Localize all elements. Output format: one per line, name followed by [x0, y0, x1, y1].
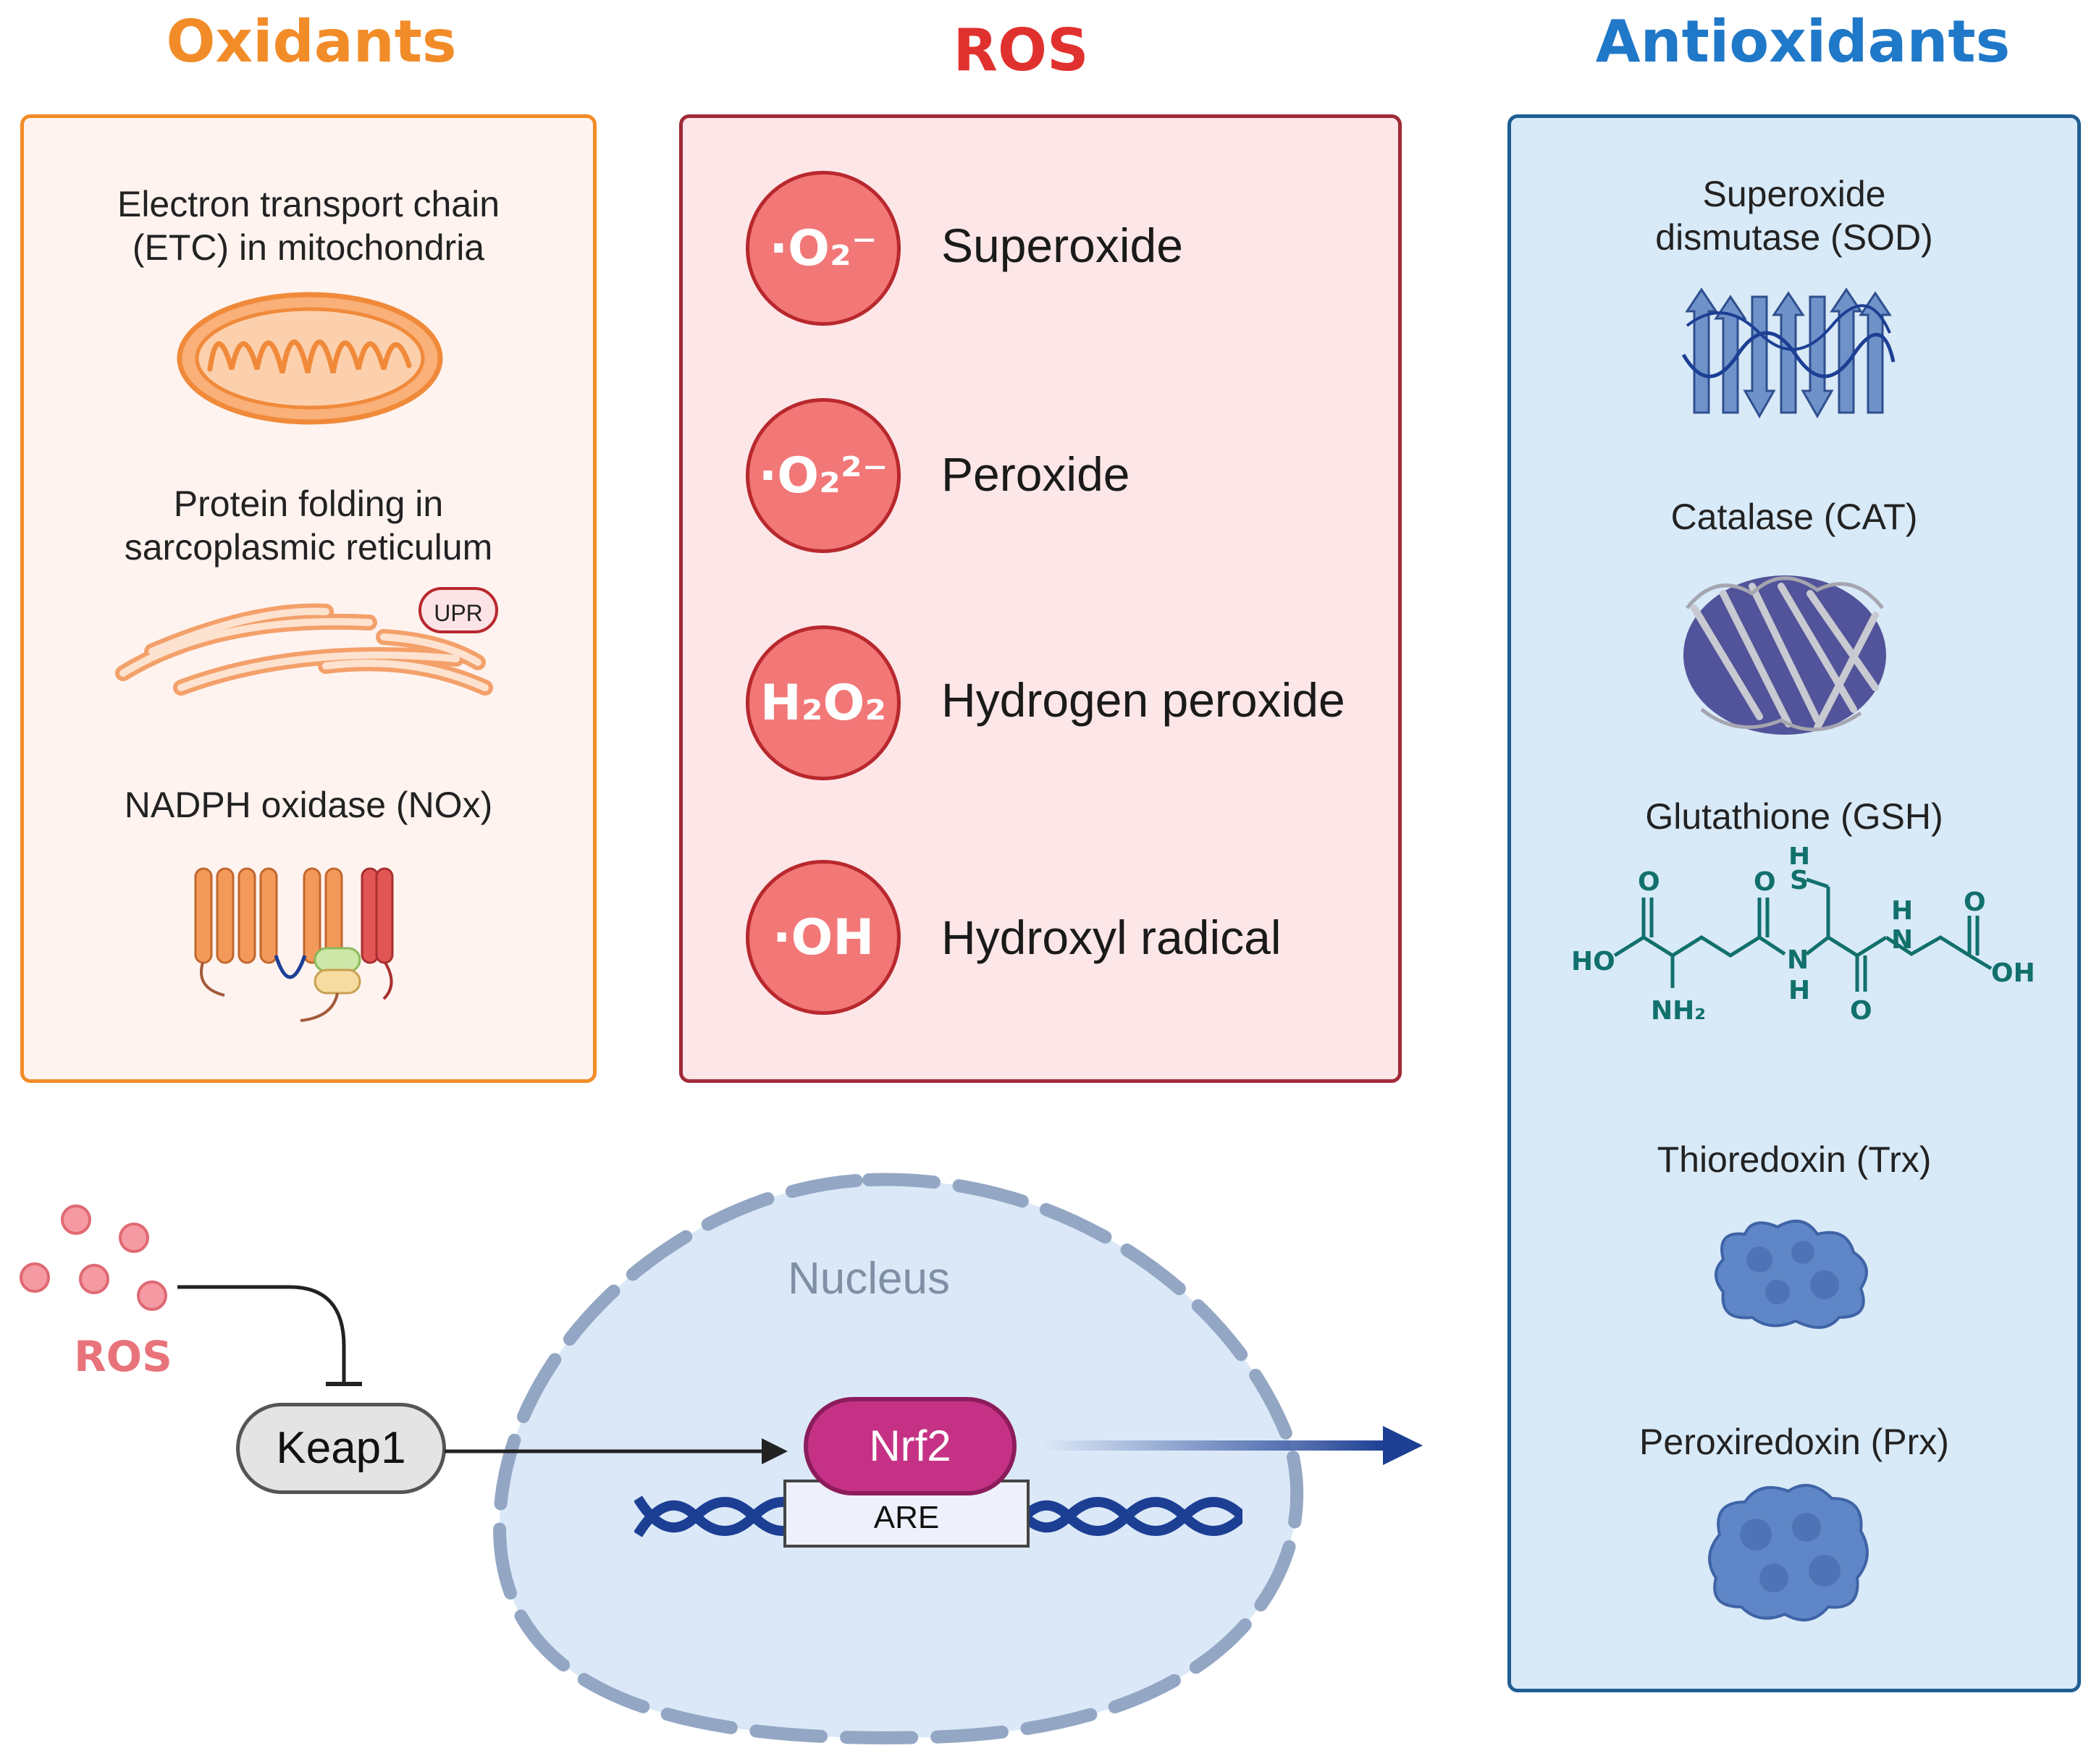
peroxide-symbol: ·O₂²⁻ — [746, 398, 901, 553]
sarcoplasmic-reticulum-icon — [115, 603, 493, 696]
gsh-atom-o3: O — [1850, 996, 1872, 1026]
nadph-oxidase-icon — [194, 867, 394, 1022]
sod-label-line2: dismutase (SOD) — [1655, 217, 1933, 258]
hydroxyl-radical-label: Hydroxyl radical — [941, 911, 1282, 964]
thioredoxin-protein-icon — [1715, 1220, 1868, 1329]
ros-heading: ROS — [953, 17, 1089, 84]
etc-label-line1: Electron transport chain — [117, 184, 500, 224]
hydroxyl-radical-symbol: ·OH — [746, 860, 901, 1015]
protein-folding-label-line1: Protein folding in — [173, 484, 444, 524]
gsh-atom-o4: O — [1964, 887, 1986, 917]
mitochondrion-icon — [177, 292, 443, 425]
superoxide-symbol: ·O₂⁻ — [746, 171, 901, 326]
catalase-protein-icon — [1683, 575, 1886, 735]
nox-label: NADPH oxidase (NOx) — [124, 785, 493, 825]
hydrogen-peroxide-label: Hydrogen peroxide — [941, 673, 1345, 727]
gsh-atom-h-top: H — [1788, 847, 1810, 871]
ros-pathway-label: ROS — [74, 1332, 172, 1381]
etc-label-line2: (ETC) in mitochondria — [132, 227, 485, 268]
peroxide-label: Peroxide — [941, 447, 1130, 501]
keap1-to-nrf2-arrow — [445, 1438, 788, 1464]
gsh-atom-h1: H — [1788, 976, 1810, 1005]
upr-badge: UPR — [418, 587, 498, 633]
antioxidants-heading: Antioxidants — [1595, 8, 2011, 75]
nrf2-to-antioxidants-arrow — [1043, 1426, 1423, 1465]
hydrogen-peroxide-symbol: H₂O₂ — [746, 625, 901, 780]
trx-label: Thioredoxin (Trx) — [1657, 1139, 1932, 1180]
gsh-atom-nh2: NH₂ — [1651, 996, 1706, 1026]
ros-particles — [20, 1204, 167, 1311]
gsh-atom-n1: N — [1787, 945, 1809, 975]
sod-protein-icon — [1681, 287, 1896, 419]
nrf2-node: Nrf2 — [804, 1397, 1017, 1495]
cat-label: Catalase (CAT) — [1670, 497, 1918, 537]
gsh-atom-h2: H — [1891, 896, 1913, 926]
gsh-atom-oh: OH — [1991, 958, 2035, 988]
ros-inhibits-keap1-connector — [177, 1285, 362, 1386]
glutathione-structure-icon: HO O NH₂ O N H H S O H N O OH — [1571, 847, 2035, 1026]
peroxiredoxin-protein-icon — [1708, 1484, 1869, 1621]
gsh-label: Glutathione (GSH) — [1645, 796, 1943, 837]
nucleus-label: Nucleus — [788, 1254, 950, 1304]
oxidants-heading: Oxidants — [166, 8, 457, 75]
gsh-atom-ho: HO — [1571, 947, 1615, 976]
keap1-node: Keap1 — [236, 1403, 446, 1494]
prx-label: Peroxiredoxin (Prx) — [1639, 1422, 1949, 1462]
gsh-atom-o1: O — [1638, 867, 1660, 897]
sod-label-line1: Superoxide — [1702, 174, 1886, 214]
gsh-atom-o2: O — [1754, 867, 1776, 897]
protein-folding-label-line2: sarcoplasmic reticulum — [124, 527, 493, 567]
superoxide-label: Superoxide — [941, 219, 1183, 272]
gsh-atom-s: S — [1790, 866, 1809, 895]
gsh-atom-n2: N — [1891, 925, 1913, 955]
